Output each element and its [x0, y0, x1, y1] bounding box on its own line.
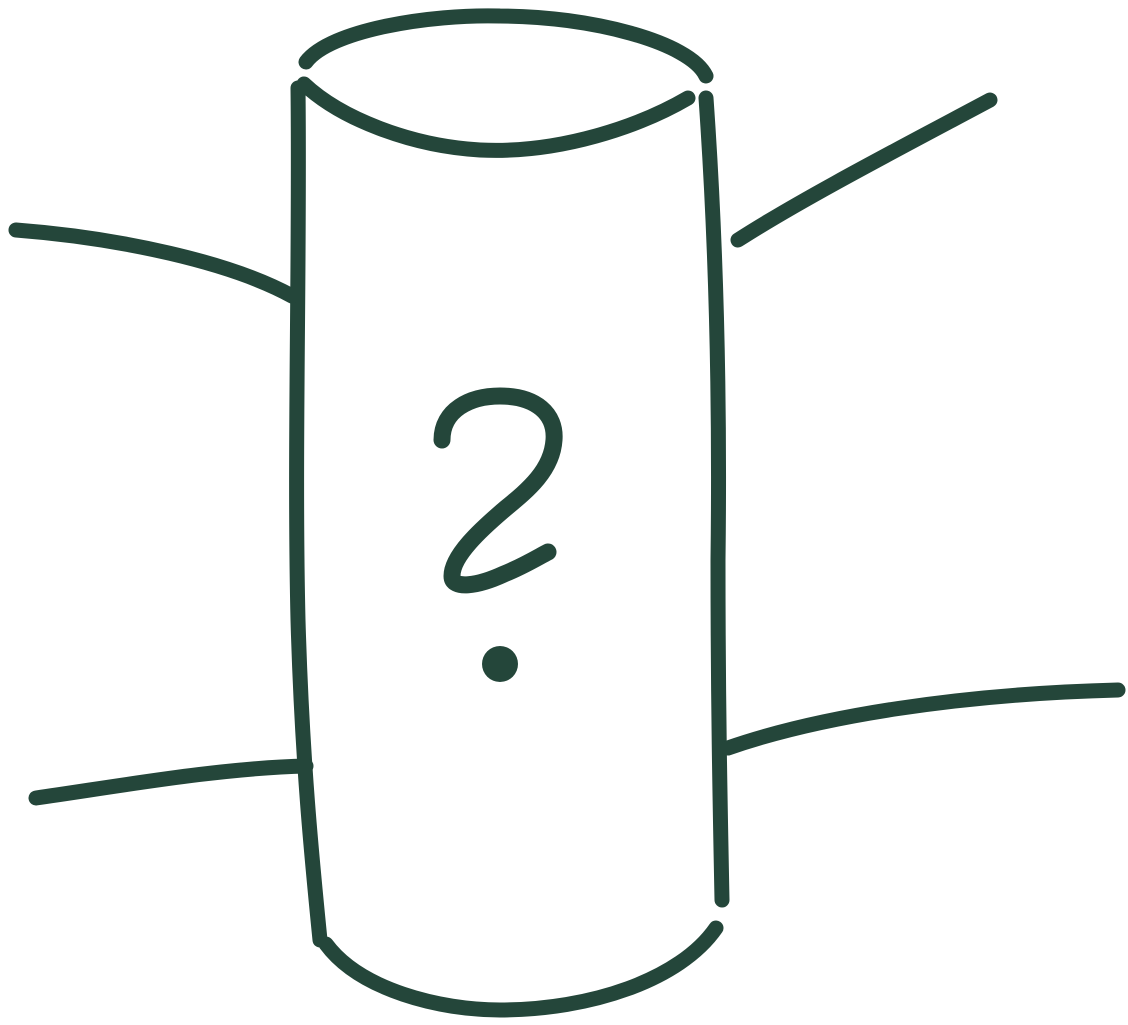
question-mark-dot — [482, 646, 518, 682]
